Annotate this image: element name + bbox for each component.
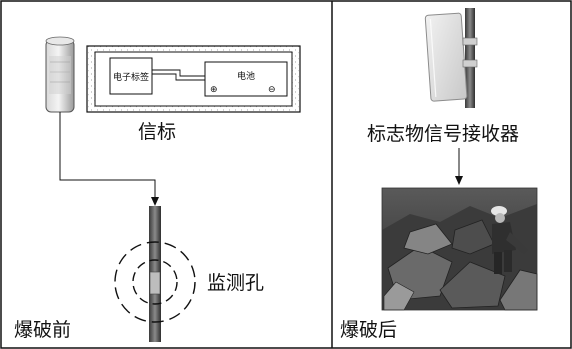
tag-battery-wire — [152, 69, 205, 77]
after-caption: 爆破后 — [340, 319, 397, 341]
hole-label: 监测孔 — [207, 272, 264, 294]
tag-battery-wire-2 — [152, 73, 205, 81]
worker-figure — [491, 206, 528, 274]
battery-minus-icon: ⊖ — [268, 85, 276, 95]
battery-label: 电池 — [237, 70, 255, 82]
tag-label: 电子标签 — [113, 71, 149, 83]
arrow-down-icon-2 — [455, 176, 463, 185]
beacon-to-hole-connector — [59, 112, 156, 197]
battery: 电池 ⊕ ⊖ — [204, 61, 288, 97]
beacon-label: 信标 — [138, 121, 176, 143]
receiver-label: 标志物信号接收器 — [367, 123, 519, 145]
receiver-antenna — [424, 8, 478, 108]
monitoring-hole — [149, 206, 161, 342]
beacon-cross-section: 电子标签 电池 ⊕ ⊖ — [86, 45, 301, 113]
beacon-device — [45, 36, 75, 113]
signal-rings — [114, 241, 196, 323]
arrow-down-icon — [151, 197, 159, 206]
before-caption: 爆破前 — [14, 319, 71, 341]
electronic-tag: 电子标签 — [109, 57, 153, 95]
blast-site-photo — [381, 187, 538, 311]
battery-plus-icon: ⊕ — [210, 85, 218, 95]
